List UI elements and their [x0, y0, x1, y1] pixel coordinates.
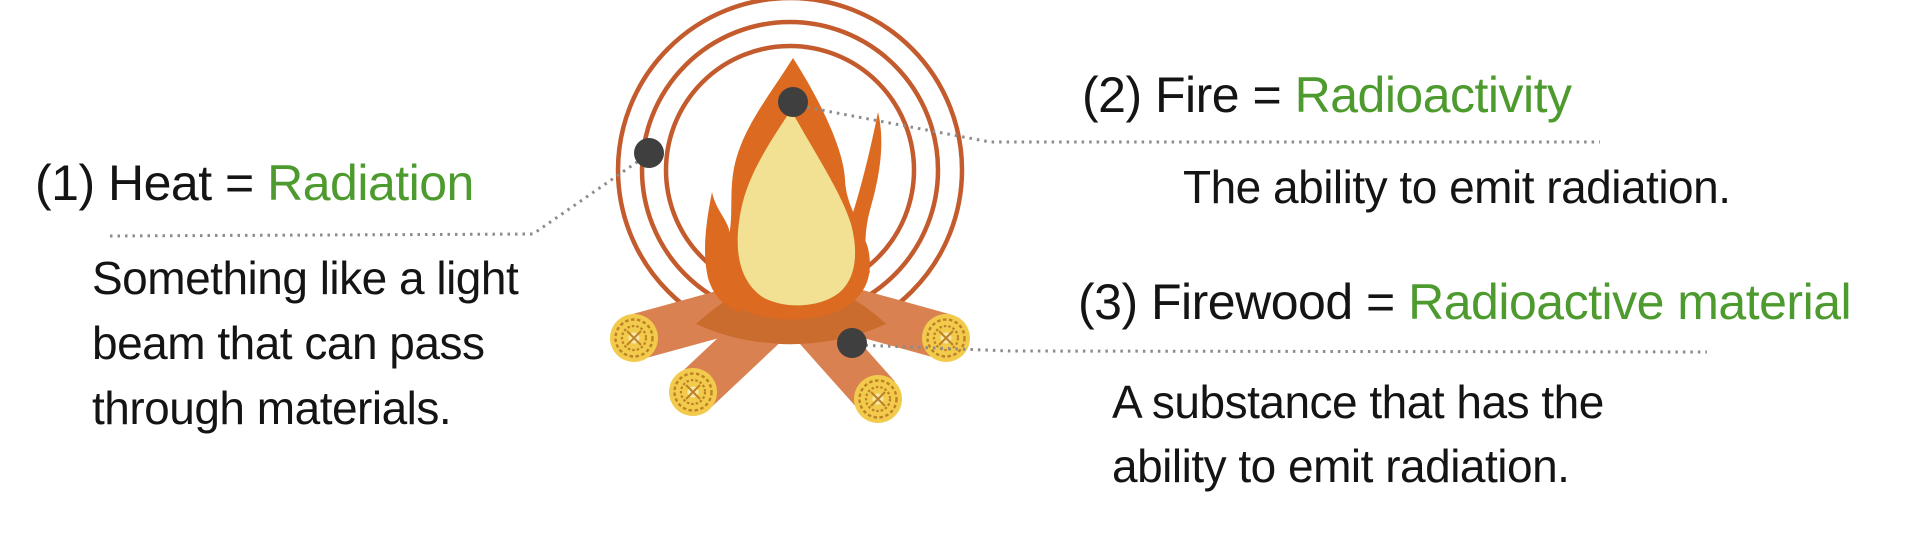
annotation-3-description: A substance that has the ability to emit… — [1112, 370, 1604, 498]
annotation-3-description-line-2: ability to emit radiation. — [1112, 440, 1570, 492]
annotation-3-prefix: (3) Firewood = — [1078, 274, 1409, 330]
callout-dot-1 — [634, 138, 664, 168]
callout-line-2 — [799, 104, 1600, 144]
log-end-3 — [854, 375, 902, 423]
callout-line-3 — [857, 343, 1708, 354]
annotation-3-label: (3) Firewood = Radioactive material — [1078, 272, 1852, 332]
flame-icon — [705, 58, 882, 320]
callout-dot-2 — [778, 87, 808, 117]
flame-left-tongue — [705, 192, 742, 313]
annotation-2-description-line-1: The ability to emit radiation. — [1183, 161, 1731, 213]
annotation-1-label: (1) Heat = Radiation — [35, 153, 474, 213]
log-end-4 — [922, 314, 970, 362]
annotation-1-prefix: (1) Heat = — [35, 155, 268, 211]
log-ends — [610, 314, 970, 423]
annotation-1-description-line-2: beam that can pass — [92, 317, 485, 369]
annotation-1-term: Radiation — [267, 155, 474, 211]
annotation-2-description: The ability to emit radiation. — [1183, 155, 1731, 219]
annotation-1-description-line-1: Something like a light — [92, 252, 519, 304]
callout-dots — [634, 87, 867, 358]
callout-lines — [109, 104, 1708, 354]
annotation-1-description: Something like a light beam that can pas… — [92, 246, 519, 441]
log-end-1 — [610, 314, 658, 362]
annotation-2-prefix: (2) Fire = — [1082, 67, 1295, 123]
flame-inner — [737, 110, 856, 306]
annotation-2-term: Radioactivity — [1294, 67, 1572, 123]
annotation-2-label: (2) Fire = Radioactivity — [1082, 65, 1572, 125]
annotation-3-description-line-1: A substance that has the — [1112, 376, 1604, 428]
log-end-2 — [669, 368, 717, 416]
annotation-3-term: Radioactive material — [1408, 274, 1852, 330]
annotation-1-description-line-3: through materials. — [92, 382, 452, 434]
callout-dot-3 — [837, 328, 867, 358]
